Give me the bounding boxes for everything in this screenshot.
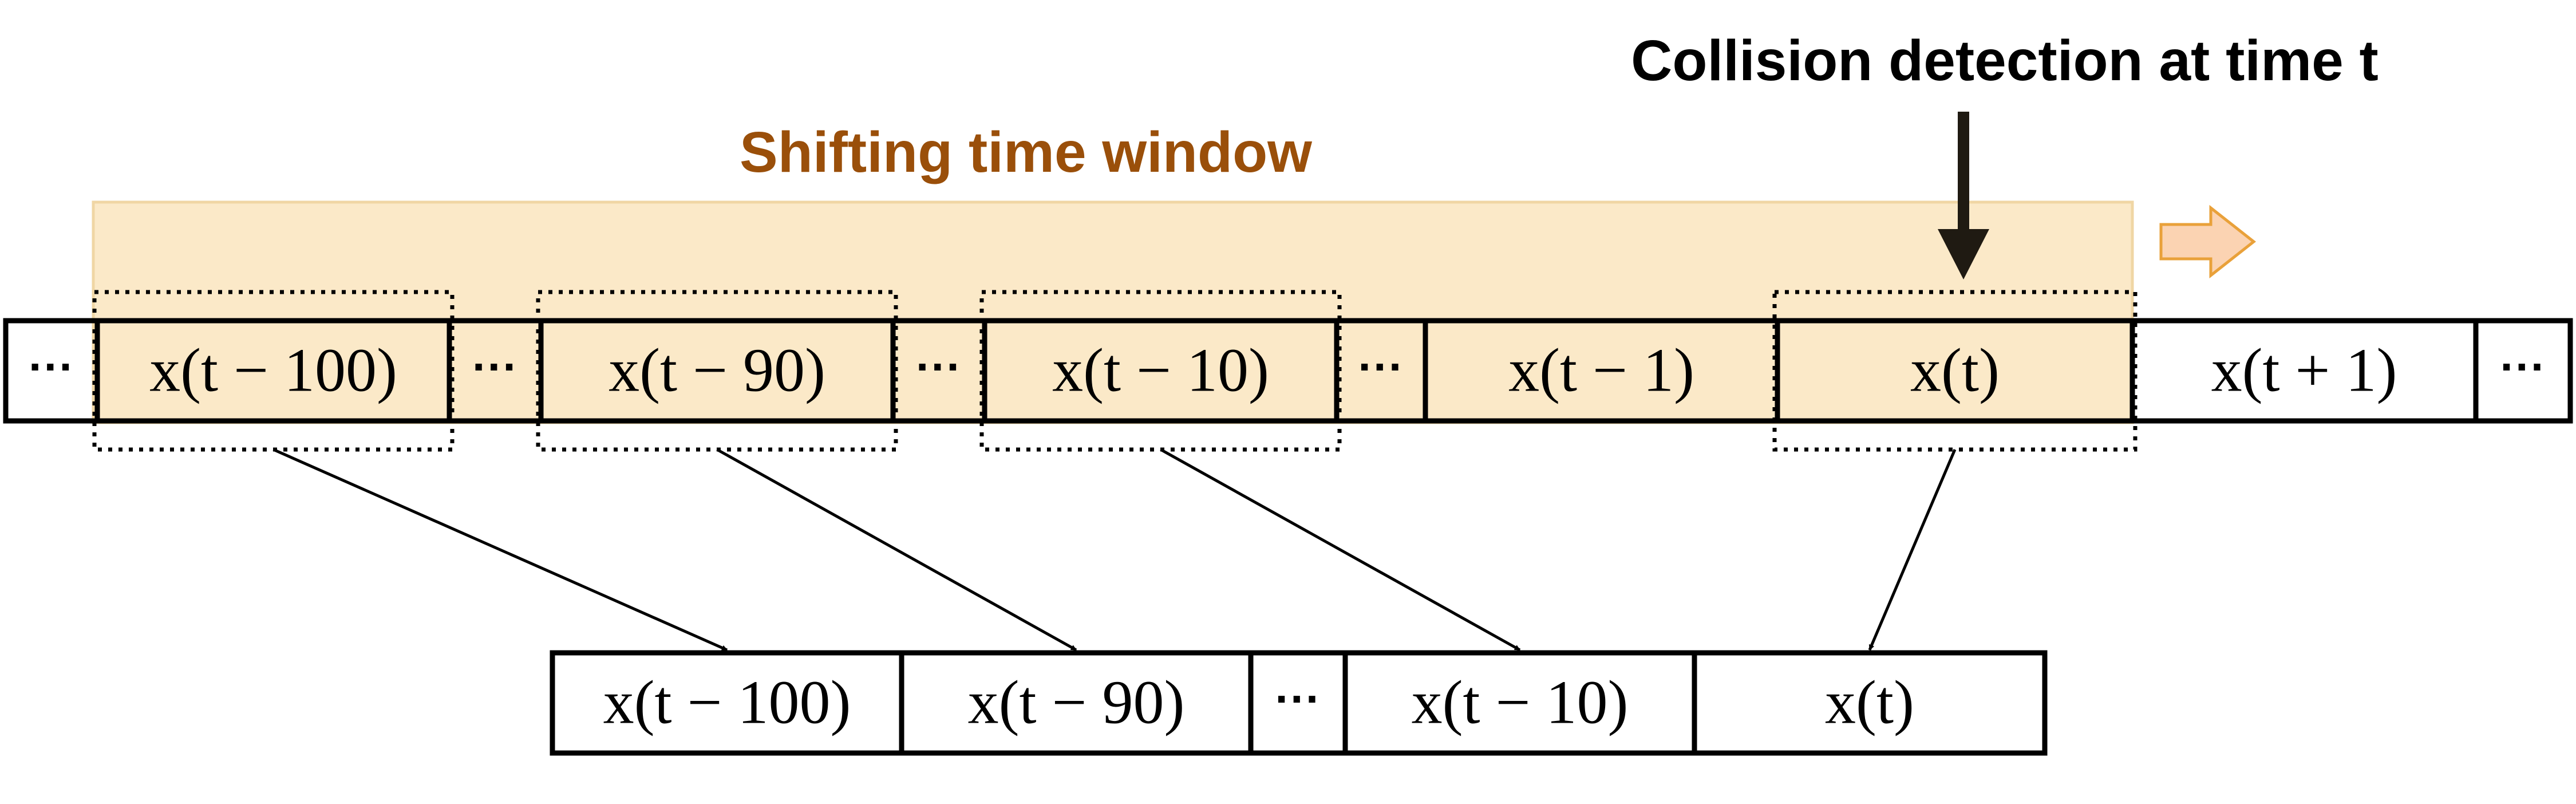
top-sequence: ··· x(t − 100) ··· x(t − 90) ··· x(t − 10) ···…: [3, 290, 2573, 452]
top-label-x-t-1: x(t + 1): [2211, 337, 2397, 405]
bottom-label-x-t-100: x(t − 100): [603, 669, 851, 737]
top-ellipsis: ···: [916, 341, 962, 392]
bottom-sequence: x(t − 100) x(t − 90) ··· x(t − 10) x(t): [550, 650, 2048, 756]
top-cell-0: ···: [3, 318, 100, 424]
shifting-time-window: [92, 200, 2134, 424]
top-ellipsis: ···: [472, 341, 518, 392]
top-cell-10: ···: [2473, 318, 2573, 424]
top-label-x-t-10: x(t − 10): [1052, 337, 1269, 405]
bottom-label-x-t: x(t): [1825, 669, 1914, 737]
mapping-arrow-1: [716, 448, 1077, 652]
bottom-cell-box: [1692, 650, 2048, 756]
top-label-x-t-90: x(t − 90): [609, 337, 825, 405]
mapping-arrow-0: [272, 448, 728, 652]
top-label-x-t: x(t): [1910, 337, 2000, 405]
top-ellipsis: ···: [29, 341, 74, 392]
bottom-label-x-t-90: x(t − 90): [968, 669, 1185, 737]
top-cell-9: x(t + 1): [2129, 318, 2479, 424]
bottom-cell-4: x(t): [1692, 650, 2048, 756]
mapping-arrow-3: [1868, 449, 1957, 651]
top-label-x-t-1: x(t − 1): [1508, 337, 1694, 405]
bottom-cell-0: x(t − 100): [550, 650, 904, 756]
detection-label: Collision detection at time t: [1631, 29, 2379, 93]
top-cell-box: [2473, 318, 2573, 424]
bottom-cell-2: ···: [1248, 650, 1348, 756]
top-label-x-t-100: x(t − 100): [149, 337, 397, 405]
top-ellipsis: ···: [2500, 341, 2546, 392]
top-cell-5: x(t − 10): [982, 318, 1340, 424]
top-ellipsis: ···: [1358, 341, 1404, 392]
bottom-label-x-t-10: x(t − 10): [1412, 669, 1629, 737]
window-label: Shifting time window: [740, 120, 1312, 184]
right-arrow-icon: [2159, 204, 2257, 279]
bottom-ellipsis: ···: [1275, 673, 1321, 724]
bottom-cell-3: x(t − 10): [1342, 650, 1697, 756]
down-arrow-icon: [1938, 112, 1989, 279]
bottom-cell-1: x(t − 90): [899, 650, 1254, 756]
top-cell-3: x(t − 90): [538, 318, 896, 424]
mapping-arrow-2: [1160, 448, 1521, 652]
sample-mappings: [272, 448, 1957, 652]
